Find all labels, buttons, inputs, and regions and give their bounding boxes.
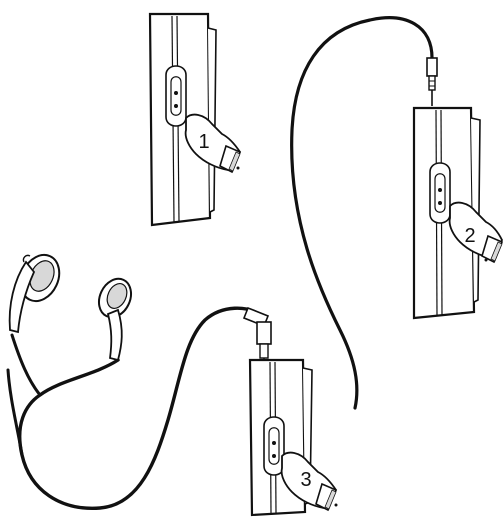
- audio-jack: [244, 308, 271, 362]
- audio-cable: [292, 18, 432, 408]
- audio-jack: [427, 58, 437, 106]
- step-number-2: 2: [464, 225, 475, 247]
- headphone-cable: [20, 308, 262, 508]
- step-number-3: 3: [300, 469, 311, 491]
- headphones-icon: [10, 249, 137, 360]
- step-number-1: 1: [198, 131, 209, 153]
